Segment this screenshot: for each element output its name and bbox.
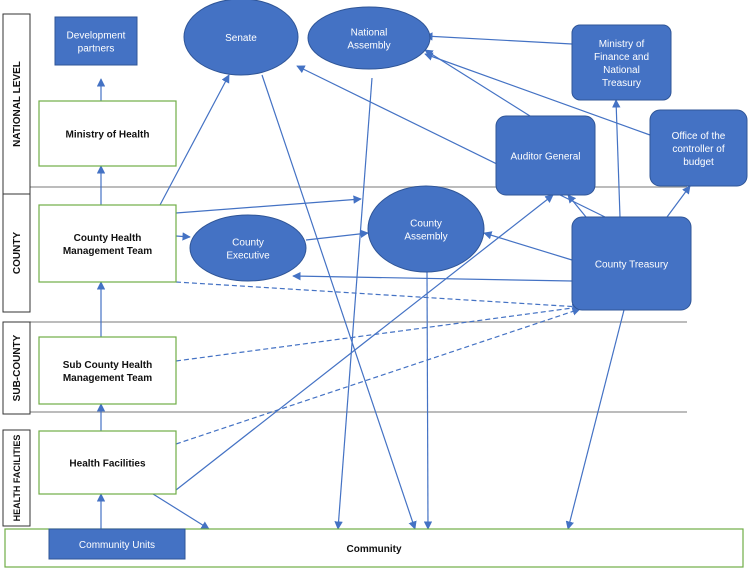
node-label: County	[410, 219, 442, 230]
node-development-partners: Development partners	[54, 16, 138, 66]
edge-arrow	[423, 271, 433, 530]
node-label: budget	[683, 157, 714, 168]
node-label: Management Team	[63, 246, 152, 257]
edge-arrow	[424, 32, 573, 45]
edge-arrow	[292, 271, 573, 282]
level-health-facilities-label: HEALTH FACILITIES	[12, 435, 22, 522]
node-shape	[367, 185, 485, 273]
node-label: County Treasury	[595, 260, 668, 271]
edge-arrow	[612, 99, 621, 218]
node-auditor-general: Auditor General	[495, 115, 596, 196]
level-health-facilities: HEALTH FACILITIES	[2, 429, 31, 527]
node-shape	[495, 115, 596, 196]
node-label: Assembly	[347, 41, 390, 52]
edge-arrow	[175, 232, 191, 241]
node-label: County Health	[74, 233, 142, 244]
node-label: Senate	[225, 33, 257, 44]
node-shape	[571, 24, 672, 101]
edge-arrow	[305, 229, 369, 241]
edge-arrow	[666, 185, 691, 218]
edge-arrow-dashed	[175, 303, 581, 362]
edge-arrow	[334, 77, 373, 530]
edge-arrow-dashed	[175, 281, 581, 311]
node-shape	[38, 100, 177, 167]
edge-arrow	[483, 231, 573, 261]
node-label: Sub County Health	[63, 360, 152, 371]
node-label: Development	[67, 31, 126, 42]
node-label: partners	[78, 44, 115, 55]
level-sub-county-label: SUB-COUNTY	[12, 334, 23, 401]
node-label: National	[351, 28, 388, 39]
node-health-facilities: Health Facilities	[38, 430, 177, 495]
node-shape	[38, 336, 177, 405]
node-shape	[54, 16, 138, 66]
node-label: Auditor General	[510, 152, 580, 163]
node-label: controller of	[672, 144, 724, 155]
node-label: Community	[347, 544, 402, 555]
level-national-label: NATIONAL LEVEL	[12, 61, 23, 147]
node-shape	[649, 109, 748, 187]
node-label: Finance and	[594, 52, 649, 63]
node-label: Assembly	[404, 232, 447, 243]
edge-arrow	[175, 194, 554, 491]
node-label: Office of the	[672, 131, 726, 142]
node-shape	[48, 528, 186, 560]
level-county: COUNTY	[2, 193, 31, 313]
node-label: Ministry of	[599, 39, 645, 50]
node-shape	[38, 204, 177, 283]
edge-arrow	[159, 74, 230, 206]
edge-arrow	[152, 493, 210, 530]
node-shape	[189, 214, 307, 282]
edge-arrow	[424, 49, 531, 117]
level-county-label: COUNTY	[12, 232, 23, 275]
node-senate: Senate	[183, 0, 299, 76]
node-controller-of-budget: Office of the controller of budget	[649, 109, 748, 187]
edge-arrow	[261, 74, 417, 530]
node-ministry-of-health: Ministry of Health	[38, 100, 177, 167]
level-sub-county: SUB-COUNTY	[2, 321, 31, 415]
node-county-treasury: County Treasury	[571, 216, 692, 311]
node-label: Management Team	[63, 373, 152, 384]
node-community-units: Community Units	[48, 528, 186, 560]
level-national: NATIONAL LEVEL	[2, 13, 31, 195]
edge-arrow	[567, 194, 587, 218]
node-shape	[307, 6, 431, 70]
edge-arrow	[565, 309, 625, 530]
node-label: Community Units	[79, 540, 155, 551]
edge-arrow-dashed	[175, 307, 581, 445]
edge-arrow	[175, 195, 362, 214]
node-shape	[183, 0, 299, 76]
node-label: National	[603, 65, 640, 76]
node-label: Ministry of Health	[66, 130, 150, 141]
node-label: Treasury	[602, 78, 641, 89]
edge-arrow	[424, 52, 651, 136]
node-label: Health Facilities	[69, 459, 146, 470]
node-label: Executive	[226, 251, 270, 262]
node-shape	[571, 216, 692, 311]
edges	[96, 32, 691, 530]
node-shape	[38, 430, 177, 495]
node-label: County	[232, 238, 264, 249]
